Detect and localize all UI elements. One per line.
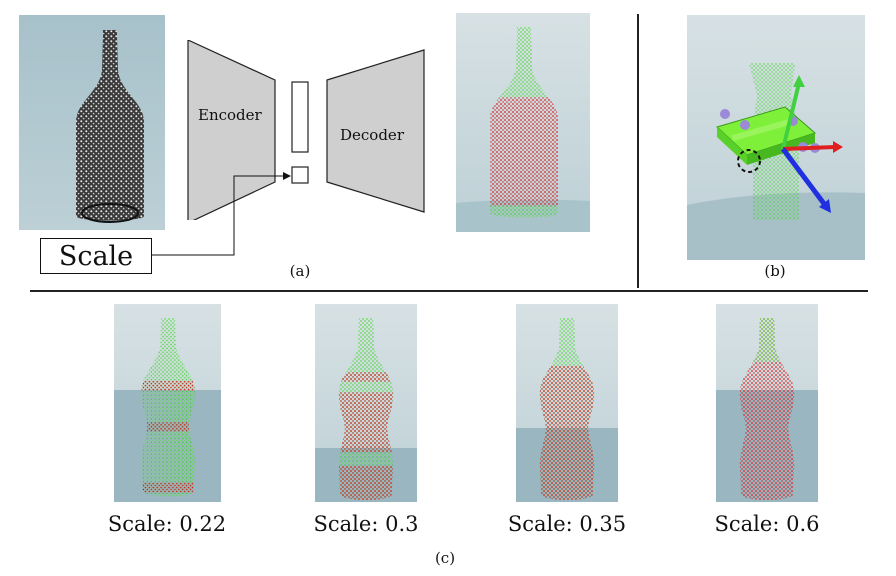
decoder-label: Decoder xyxy=(340,126,404,144)
caption-c: (c) xyxy=(434,549,456,567)
scale-example-image-2 xyxy=(315,304,417,502)
scale-example-image-4 xyxy=(716,304,818,502)
caption-a: (a) xyxy=(289,262,311,280)
encoder-block xyxy=(187,40,276,220)
caption-b: (b) xyxy=(764,262,786,280)
scale-latent-box xyxy=(291,166,309,184)
grasp-pose-image xyxy=(687,15,865,260)
scale-label-1: Scale: 0.22 xyxy=(107,512,227,536)
latent-vector-box xyxy=(291,81,309,153)
scale-example-image-1 xyxy=(114,304,221,502)
decoder-block xyxy=(326,49,425,213)
scale-example-image-3 xyxy=(516,304,618,502)
horizontal-divider xyxy=(30,290,868,292)
coordinate-axes xyxy=(781,75,843,213)
encoder-decoder-diagram xyxy=(187,40,425,220)
scale-label-4: Scale: 0.6 xyxy=(714,512,820,536)
scale-label-3: Scale: 0.35 xyxy=(507,512,627,536)
input-point-cloud-image xyxy=(19,15,165,230)
encoder-label: Encoder xyxy=(198,106,262,124)
scale-input-arrow xyxy=(150,172,291,256)
reconstructed-bottle-image xyxy=(456,13,590,232)
scale-label-2: Scale: 0.3 xyxy=(313,512,419,536)
vertical-divider xyxy=(637,14,639,288)
dashed-highlight-circle xyxy=(737,149,761,173)
scale-input-box: Scale xyxy=(40,238,152,274)
